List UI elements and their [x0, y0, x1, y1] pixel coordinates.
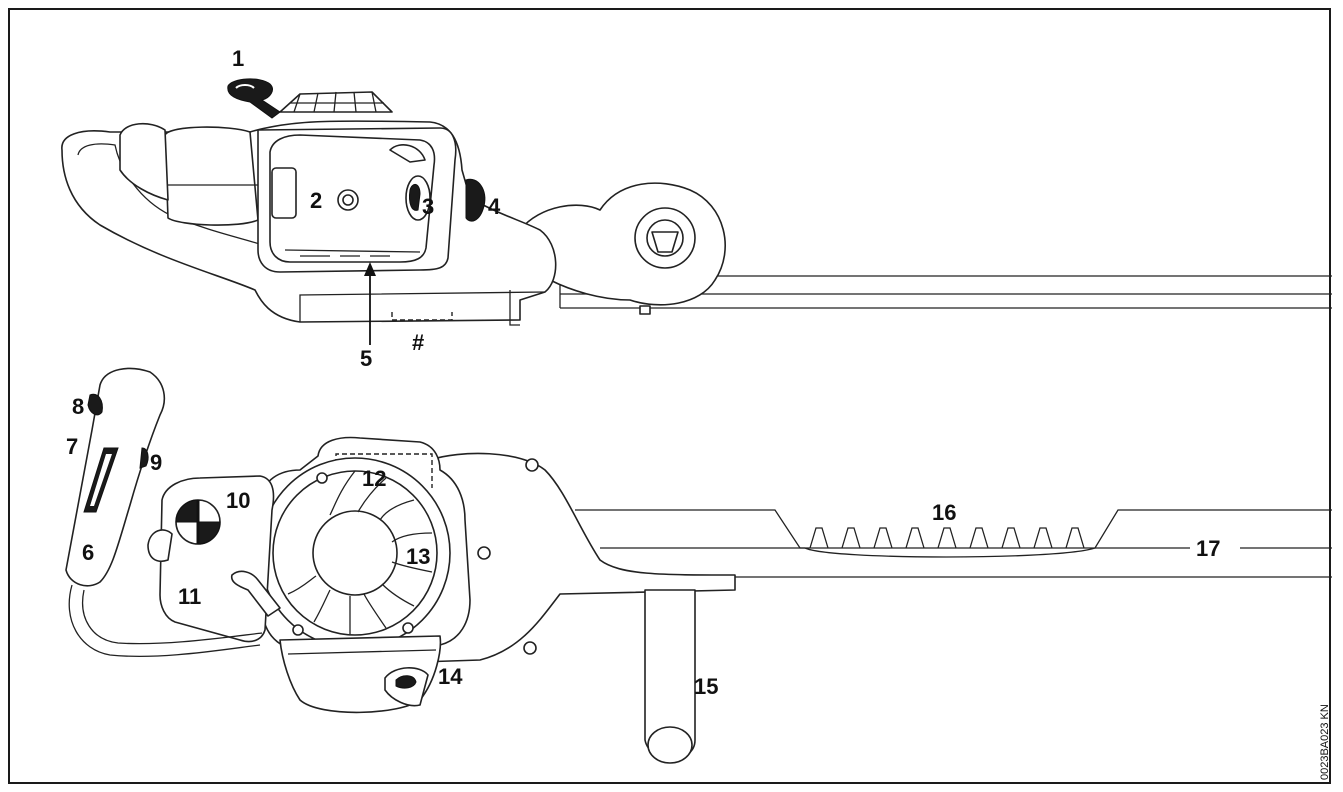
bottom-view — [65, 367, 1332, 764]
figure-code: 0023BA023 KN — [1319, 704, 1331, 780]
boom — [419, 452, 736, 663]
label-15: 15 — [694, 674, 718, 699]
serial-number-location — [391, 312, 453, 321]
rear-handle — [65, 367, 263, 657]
label-12: 12 — [362, 466, 386, 491]
label-3: 3 — [422, 194, 434, 219]
label-7: 7 — [66, 434, 78, 459]
label-11: 11 — [178, 584, 201, 609]
label-6: 6 — [82, 540, 94, 565]
label-8: 8 — [72, 394, 84, 419]
cutter-teeth — [809, 527, 1085, 549]
blade-bar — [575, 509, 1332, 578]
label-9: 9 — [150, 450, 162, 475]
label-16: 16 — [932, 500, 956, 525]
loop-handle — [644, 589, 696, 764]
engine-window — [257, 127, 457, 273]
cooling-grille — [279, 91, 393, 113]
adjust-knob — [465, 178, 486, 222]
choke-lever — [227, 78, 281, 119]
label-hash: # — [412, 330, 424, 355]
label-13: 13 — [406, 544, 430, 569]
label-17: 17 — [1196, 536, 1220, 561]
engine-housing — [159, 436, 539, 714]
label-5: 5 — [360, 346, 372, 371]
label-4: 4 — [488, 194, 501, 219]
label-1: 1 — [232, 46, 244, 71]
label-14: 14 — [438, 664, 463, 689]
label-2: 2 — [310, 188, 322, 213]
arrow-5 — [364, 262, 376, 345]
label-10: 10 — [226, 488, 250, 513]
top-view — [61, 78, 1332, 345]
